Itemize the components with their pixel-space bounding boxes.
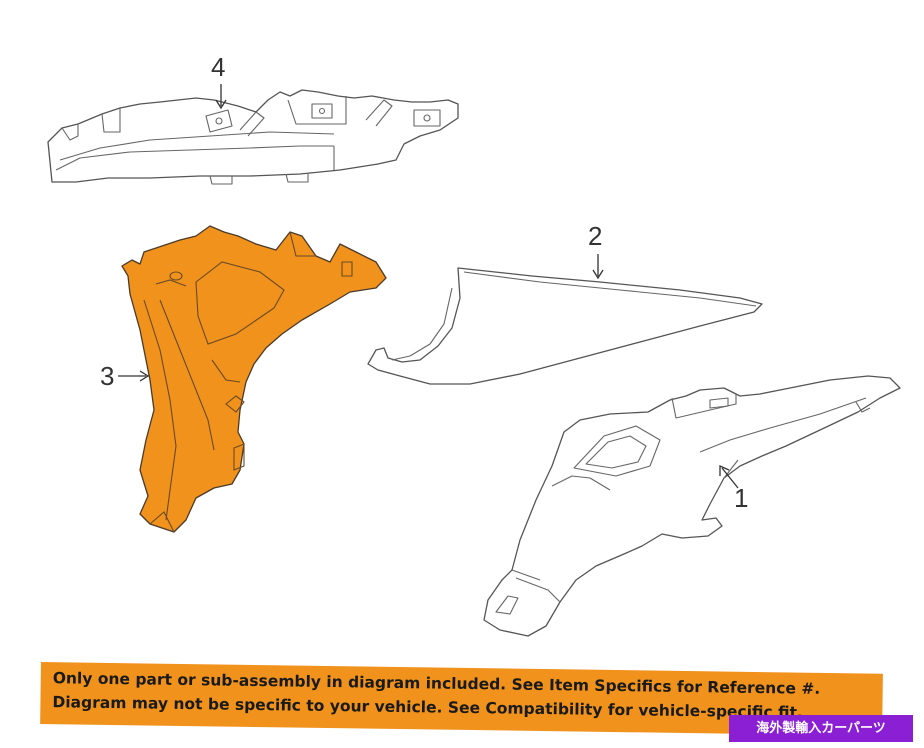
callout-4: 4 (211, 52, 227, 110)
part-3-trim-panel (121, 225, 387, 533)
callout-1: 1 (719, 464, 748, 513)
callout-3: 3 (100, 361, 150, 391)
callout-3-label: 3 (100, 361, 114, 391)
part-2-curved-panel (367, 267, 763, 385)
callout-2-label: 2 (588, 221, 602, 251)
callout-4-label: 4 (211, 52, 225, 82)
callout-2: 2 (588, 221, 604, 280)
part-1-pillar-trim (483, 375, 901, 637)
part-4-bracket (47, 89, 459, 185)
callout-1-label: 1 (734, 483, 748, 513)
import-parts-badge: 海外製輸入カーパーツ (729, 715, 913, 742)
